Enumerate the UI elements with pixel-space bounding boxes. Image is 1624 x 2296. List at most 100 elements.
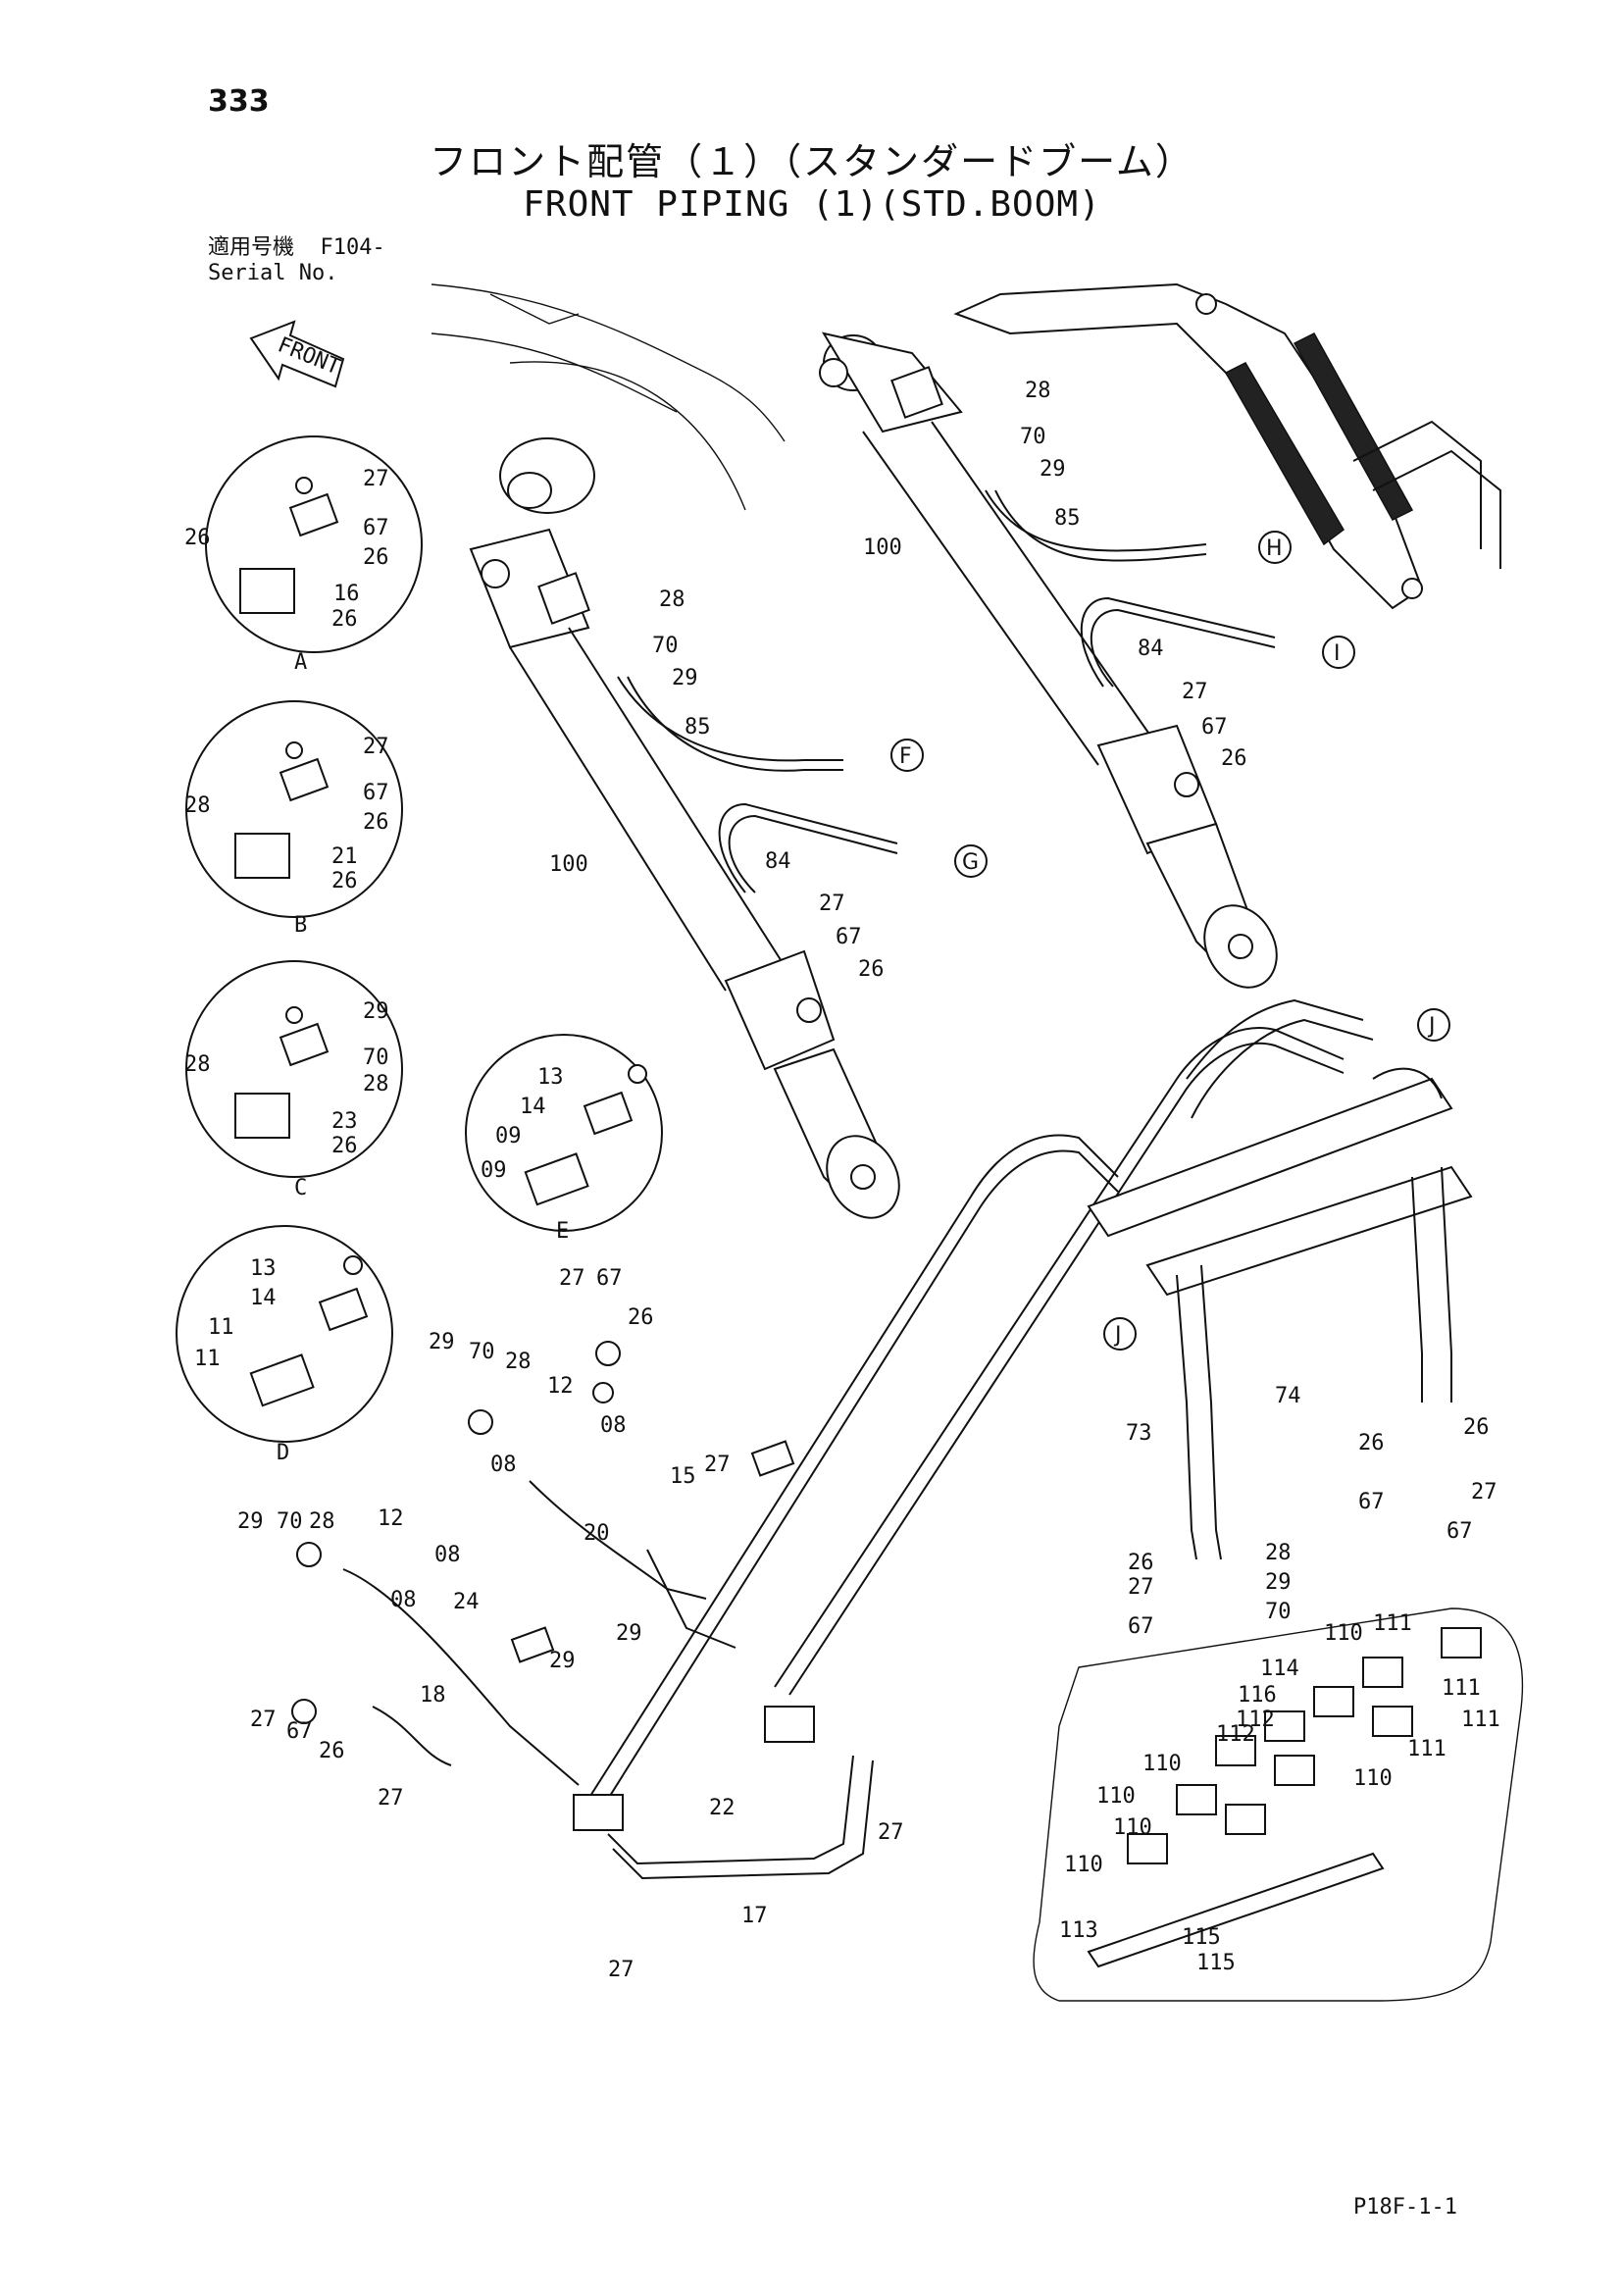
part-label: 29 [363,999,389,1024]
view-letter-c: C [294,1176,307,1200]
part-label: 20 [584,1521,610,1546]
part-label: 84 [765,849,791,874]
part-label: 14 [520,1095,546,1119]
part-label: 09 [481,1158,507,1183]
clamp-blocks [1127,1627,1482,1864]
view-letter-a: A [294,650,307,675]
part-label: 26 [1463,1415,1490,1440]
part-label: 08 [390,1588,417,1612]
part-label: 116 [1238,1683,1277,1708]
part-label: 26 [184,526,211,550]
part-label: 73 [1126,1421,1152,1446]
detail-view-e [465,1034,663,1232]
part-label: 18 [420,1683,446,1708]
part-label: 67 [1358,1490,1385,1514]
part-label: 70 [277,1509,303,1534]
part-label: 27 [819,892,845,916]
part-label: 23 [331,1109,358,1134]
part-label: 12 [378,1506,404,1531]
callout-i-label: I [1334,641,1341,666]
part-label: 67 [1201,715,1228,740]
serial-label-en: Serial No. [208,261,338,285]
part-label: 70 [1265,1600,1292,1624]
front-arrow-icon: FRONT [249,320,345,388]
part-label: 110 [1064,1853,1103,1877]
main-boom-pipes [578,998,1374,1823]
part-label: 28 [184,1052,211,1077]
part-label: 110 [1113,1815,1152,1840]
callout-g-label: G [962,850,979,875]
part-label: 21 [331,844,358,869]
callout-h-upper [1258,531,1292,564]
part-label: 28 [505,1350,532,1374]
arm-cylinder-right [819,332,1278,989]
part-label: 27 [250,1708,277,1732]
part-label: 16 [333,582,360,606]
part-label: 29 [1040,457,1066,482]
part-label: 70 [363,1046,389,1070]
lower-pipes [342,1480,874,1880]
part-label: 27 [1471,1480,1497,1505]
callout-j-lower [1103,1317,1137,1351]
callout-f-label: F [899,744,912,769]
part-label: 29 [237,1509,264,1534]
part-label: 70 [652,634,679,658]
callout-j-label: J [1427,1014,1436,1039]
boom-overview [953,282,1501,610]
part-label: 26 [331,869,358,893]
pipe-clamp-assembly [1087,1067,1473,1560]
part-label: 28 [363,1072,389,1097]
part-label: 110 [1324,1621,1363,1646]
part-label: 67 [836,925,862,949]
part-label: 26 [1221,746,1247,771]
page-title-english: FRONT PIPING (1)(STD.BOOM) [523,184,1101,225]
part-label: 11 [194,1347,221,1371]
part-label: 27 [1182,680,1208,704]
cylinder-hoses [617,489,1276,893]
part-label: 27 [363,467,389,491]
detail-view-b [185,700,403,918]
part-label: 29 [1265,1570,1292,1595]
part-label: 67 [1446,1519,1473,1544]
part-label: 27 [378,1786,404,1811]
part-label: 100 [549,852,588,877]
view-letter-b: B [294,913,307,938]
part-label: 67 [286,1719,313,1744]
detail-view-d [176,1225,393,1443]
part-label: 14 [250,1286,277,1310]
detail-view-c [185,960,403,1178]
part-label: 26 [1128,1551,1154,1575]
callout-g-upper [954,844,988,878]
part-label: 115 [1182,1925,1221,1950]
detail-view-a [205,435,423,653]
part-label: 67 [363,516,389,540]
part-label: 13 [250,1256,277,1281]
part-label: 111 [1373,1611,1412,1636]
part-label: 26 [628,1305,654,1330]
part-label: 29 [616,1621,642,1646]
part-label: 28 [309,1509,335,1534]
part-label: 09 [495,1124,522,1148]
part-label: 27 [363,735,389,759]
part-label: 13 [537,1065,564,1090]
part-label: 110 [1353,1766,1393,1791]
part-label: 12 [547,1374,574,1399]
part-label: 08 [434,1543,461,1567]
part-label: 28 [1025,379,1051,403]
document-code: P18F-1-1 [1353,2195,1457,2219]
part-label: 70 [469,1340,495,1364]
part-label: 27 [878,1820,904,1845]
serial-value: F104- [320,235,385,260]
part-label: 85 [1054,506,1081,531]
part-label: 15 [670,1464,696,1489]
part-label: 26 [331,607,358,632]
callout-j-lower-label: J [1113,1323,1122,1348]
part-label: 29 [549,1649,576,1673]
serial-label-jp: 適用号機 [208,235,295,260]
clamp-detail-j [1033,1607,1524,2002]
connection-callouts: F G H I J J [890,531,1450,1351]
part-label: 27 [559,1266,585,1291]
serial-block: 適用号機 F104- Serial No. [208,235,385,286]
part-label: 28 [659,587,685,612]
